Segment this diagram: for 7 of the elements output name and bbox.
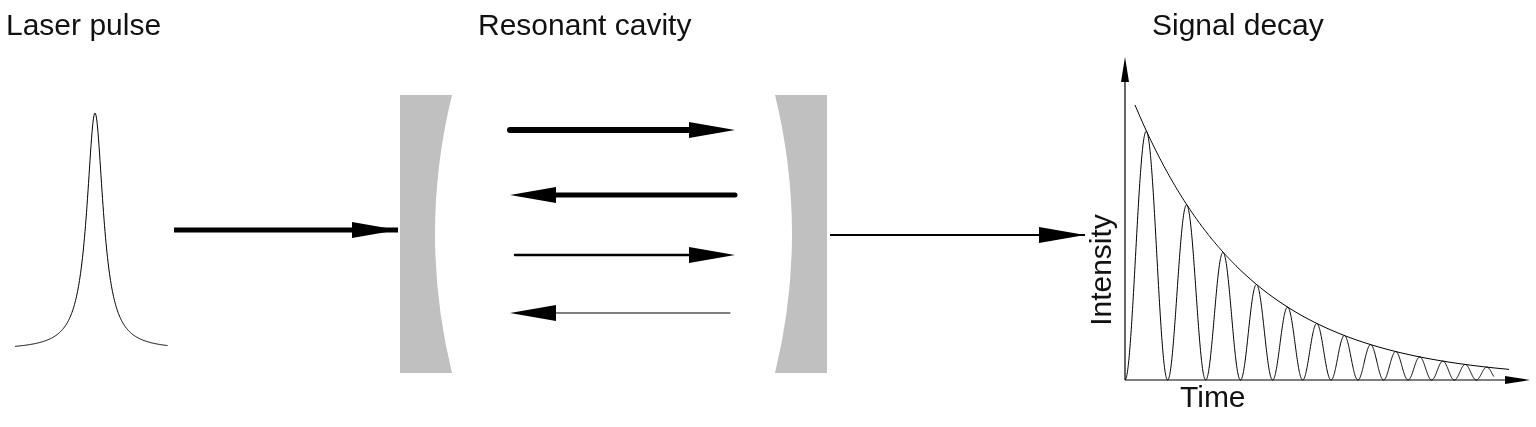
node-title: Signal decay (1152, 8, 1324, 41)
node-title: Laser pulse (6, 8, 162, 41)
axis-label: Intensity (1083, 214, 1117, 326)
node-title: Resonant cavity (478, 8, 692, 41)
arrow (174, 222, 398, 238)
axis-label: Time (1180, 380, 1246, 413)
arrow (829, 227, 1086, 243)
